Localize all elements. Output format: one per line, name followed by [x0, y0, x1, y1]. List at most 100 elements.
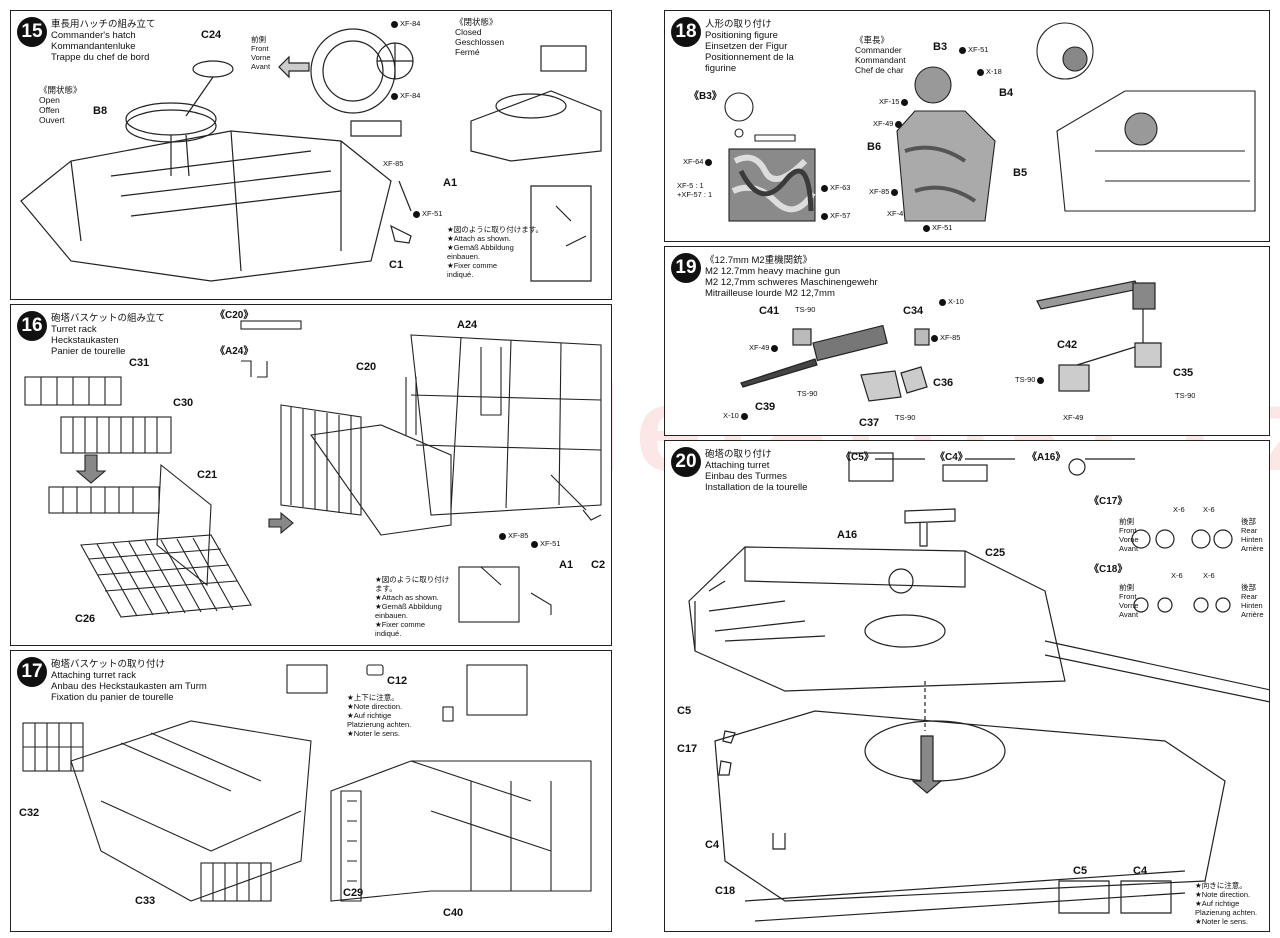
part-label: C31 — [129, 357, 150, 369]
assembly-note: ★上下に注意。★Note direction.★Auf richtige Pla… — [347, 693, 412, 738]
figure-drawing — [724, 22, 1256, 222]
paint-code: XF-49 — [749, 343, 780, 352]
sub-part-label: 《C20》 — [215, 310, 254, 321]
paint-code: XF-85 — [869, 187, 900, 196]
part-label: C5 — [677, 705, 692, 717]
part-label: C29 — [343, 887, 364, 899]
part-label: C30 — [173, 397, 194, 409]
step-19-panel: 19 《12.7mm M2重機関銃》M2 12.7mm heavy machin… — [664, 246, 1270, 436]
part-label: A1 — [559, 559, 574, 571]
paint-code: TS-90 — [1175, 391, 1196, 400]
part-label: C39 — [755, 401, 776, 413]
machine-gun-drawing — [740, 280, 1162, 402]
step-titles: 車長用ハッチの組み立て Commander's hatch Kommandant… — [51, 19, 156, 63]
part-label: B4 — [999, 87, 1014, 99]
paint-code: XF-64 — [683, 157, 714, 166]
paint-code: XF-51 — [959, 45, 988, 54]
part-label: C4 — [705, 839, 720, 851]
paint-code: XF-85 — [383, 159, 404, 168]
step-titles: 《12.7mm M2重機関銃》M2 12.7mm heavy machine g… — [705, 255, 878, 299]
step-number: 19 — [671, 253, 701, 283]
paint-code: XF-57 — [821, 211, 850, 220]
paint-code: XF-63 — [821, 183, 850, 192]
part-label: C41 — [759, 305, 780, 317]
part-label: B8 — [93, 105, 108, 117]
paint-mix: XF-5 : 1+XF-57 : 1 — [677, 181, 713, 199]
part-label: A1 — [443, 177, 458, 189]
part-label: C33 — [135, 895, 156, 907]
paint-code: XF-15 — [879, 97, 910, 106]
step-number: 15 — [17, 17, 47, 47]
paint-code: XF-51 — [923, 223, 952, 232]
part-label: C32 — [19, 807, 40, 819]
paint-code: TS-90 — [895, 413, 916, 422]
part-label: C18 — [715, 885, 736, 897]
step-number: 18 — [671, 17, 701, 47]
paint-code: TS-90 — [795, 305, 816, 314]
sub-part-label: 《C5》 — [841, 452, 874, 463]
paint-code: X-18 — [977, 67, 1002, 76]
paint-code: X-10 — [723, 411, 750, 420]
paint-code: XF-85 — [499, 531, 528, 540]
part-label: A24 — [457, 319, 478, 331]
part-label: B5 — [1013, 167, 1028, 179]
part-label: C34 — [903, 305, 924, 317]
paint-code: XF-85 — [931, 333, 960, 342]
part-label: C42 — [1057, 339, 1078, 351]
part-label: C21 — [197, 469, 218, 481]
part-label: C37 — [859, 417, 880, 429]
assembly-note: ★図のように取り付けます。★Attach as shown.★Gemäß Abb… — [447, 225, 543, 279]
paint-code: X-6 — [1203, 571, 1215, 580]
part-label: C24 — [201, 29, 222, 41]
step-number: 17 — [17, 657, 47, 687]
paint-code: XF-49 — [1063, 413, 1084, 422]
tank-drawing — [688, 452, 1269, 922]
paint-code: X-6 — [1171, 571, 1183, 580]
paint-code: XF-49 — [873, 119, 904, 128]
assembly-note: ★図のように取り付けます。★Attach as shown. ★Gemäß Ab… — [375, 575, 450, 638]
assembly-note: ★向きに注意。★Note direction.★Auf richtige Pla… — [1195, 881, 1258, 926]
part-label: C40 — [443, 907, 464, 919]
paint-code: XF-51 — [413, 209, 442, 218]
part-label: C17 — [677, 743, 698, 755]
step-number: 20 — [671, 447, 701, 477]
sub-part-label: 《A16》 — [1027, 452, 1066, 463]
sub-part-label: 《C18》 — [1089, 564, 1128, 575]
turret-rack-drawing — [24, 320, 602, 623]
paint-code: XF-84 — [391, 19, 420, 28]
part-label: C35 — [1173, 367, 1194, 379]
part-label: C12 — [387, 675, 408, 687]
part-label: C26 — [75, 613, 96, 625]
part-label: C25 — [985, 547, 1006, 559]
step-15-panel: 15 車長用ハッチの組み立て Commander's hatch Kommand… — [10, 10, 612, 300]
sub-part-label: 《A24》 — [215, 346, 254, 357]
paint-code: TS-90 — [1015, 375, 1046, 384]
paint-code: XF-84 — [391, 91, 420, 100]
part-label: C1 — [389, 259, 404, 271]
sub-part-label: 《C4》 — [935, 452, 968, 463]
part-label: 《B3》 — [689, 91, 722, 102]
part-label: A16 — [837, 529, 858, 541]
part-label: C2 — [591, 559, 606, 571]
paint-code: X-6 — [1203, 505, 1215, 514]
rack-attach-drawing — [22, 664, 592, 902]
part-label: B6 — [867, 141, 882, 153]
paint-code: XF-51 — [531, 539, 560, 548]
paint-code: TS-90 — [797, 389, 818, 398]
hull-drawing — [20, 28, 602, 282]
